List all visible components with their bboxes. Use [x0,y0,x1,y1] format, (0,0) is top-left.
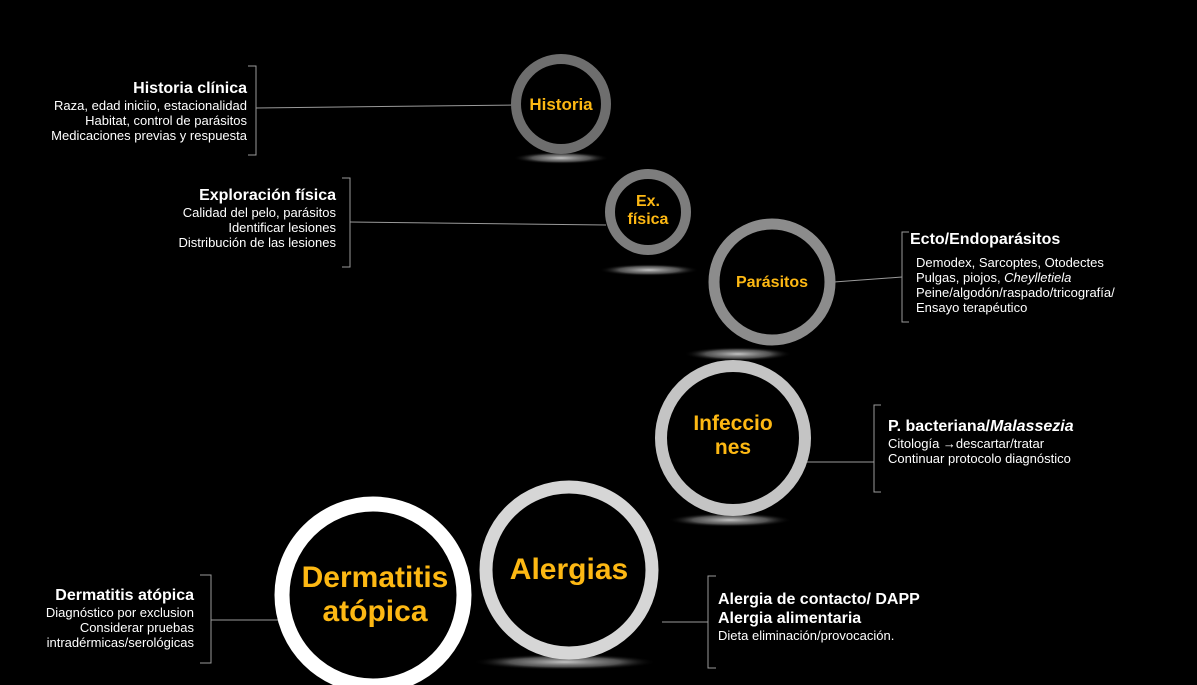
historia-label: Historia [516,89,606,121]
exploracion-fisica-title: Exploración física [199,187,336,204]
parasitos-reflection [684,347,792,361]
alergia-title-1: Alergia de contacto/ DAPP [718,591,920,608]
bracket-alergia [707,575,716,669]
dermatitis-circle [274,496,472,685]
exploracion-fisica-line-1: Calidad del pelo, parásitos [182,205,336,220]
ecto-endo-line-2-prefix: Pulgas, piojos, [916,270,1005,285]
ecto-endo-line-2-italic: Cheylletiela [1004,270,1072,285]
connector-ex-fisica [349,221,607,226]
ecto-endo-line-1: Demodex, Sarcoptes, Otodectes [916,255,1104,270]
bacteriana-line-2: Continuar protocolo diagnóstico [888,451,1071,466]
historia-circle [511,54,611,154]
ecto-endo-line-3: Peine/algodón/raspado/tricografía/ [916,285,1115,300]
bracket-ex-fisica [342,177,351,268]
historia-clinica-block: Historia clínica Raza, edad iniciio, est… [51,79,247,143]
infecciones-text-1: Infeccio [693,411,773,435]
bacteriana-title: P. bacteriana/Malassezia [888,417,1074,436]
dermatitis-atopica-line-3: intradérmicas/serológicas [46,635,194,650]
exploracion-fisica-line-3: Distribución de las lesiones [178,235,336,250]
dermatitis-text-2: atópica [322,595,428,628]
dermatitis-atopica-block: Dermatitis atópica Diagnóstico por exclu… [46,586,194,650]
ecto-endo-line-2: Pulgas, piojos, Cheylletiela [910,270,1115,285]
alergias-label: Alergias [494,550,644,590]
ex-fisica-reflection [599,264,699,276]
exploracion-fisica-line-2: Identificar lesiones [228,220,336,235]
historia-clinica-line-3: Medicaciones previas y respuesta [51,128,247,143]
alergia-line-1: Dieta eliminación/provocación. [718,628,895,643]
dermatitis-atopica-line-1: Diagnóstico por exclusion [45,605,194,620]
historia-clinica-title: Historia clínica [133,80,247,97]
ex-fisica-text-2: física [627,211,669,228]
ecto-endo-block: Ecto/Endoparásitos Demodex, Sarcoptes, O… [910,230,1115,315]
bacteriana-block: P. bacteriana/Malassezia Citología →desc… [888,417,1074,466]
parasitos-circle [708,218,836,346]
ecto-endo-line-4: Ensayo terapéutico [916,300,1028,315]
bacteriana-title-italic: Malassezia [989,418,1074,435]
dermatitis-atopica-title: Dermatitis atópica [55,587,194,604]
alergias-text: Alergias [509,552,629,586]
historia-clinica-line-1: Raza, edad iniciio, estacionalidad [54,98,247,113]
bracket-ecto [901,231,909,323]
alergia-block: Alergia de contacto/ DAPP Alergia alimen… [718,590,920,643]
dermatitis-label: Dermatitis atópica [290,556,460,634]
exploracion-fisica-block: Exploración física Calidad del pelo, par… [178,186,336,250]
ecto-endo-title: Ecto/Endoparásitos [910,231,1061,248]
parasitos-label: Parásitos [714,268,830,298]
infecciones-text-2: nes [714,436,752,459]
alergias-circle [479,480,659,660]
alergias-reflection [473,654,657,670]
ex-fisica-text-1: Ex. [635,192,660,210]
historia-text: Historia [529,95,593,115]
infecciones-label: Infeccio nes [663,406,803,466]
bracket-bacteriana [873,404,881,493]
bacteriana-title-prefix: P. bacteriana/ [888,418,990,435]
ex-fisica-label: Ex. física [610,186,686,236]
connector-parasitos [833,276,903,283]
alergia-title-2: Alergia alimentaria [718,610,862,627]
connector-historia [255,104,517,109]
bracket-historia [248,65,257,156]
bracket-dermatitis [200,574,212,664]
infecciones-reflection [668,513,792,527]
parasitos-text: Parásitos [735,273,809,291]
infecciones-circle [655,360,811,516]
dermatitis-text-1: Dermatitis [301,560,449,594]
ex-fisica-circle [605,169,691,255]
dermatitis-atopica-line-2: Considerar pruebas [79,620,194,635]
bacteriana-line-1: Citología →descartar/tratar [888,436,1045,451]
historia-clinica-line-2: Habitat, control de parásitos [85,113,247,128]
historia-reflection [513,152,609,164]
